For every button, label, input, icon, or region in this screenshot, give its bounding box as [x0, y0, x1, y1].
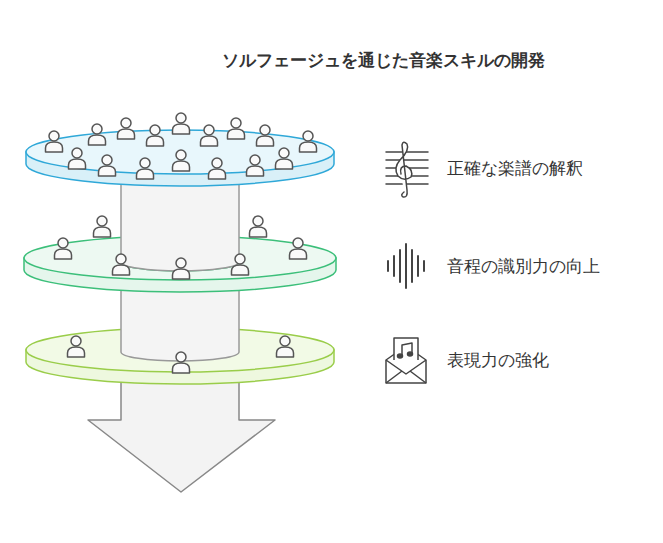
person-icon	[209, 158, 226, 179]
person-icon	[137, 158, 154, 179]
benefit-label: 音程の識別力の向上	[447, 255, 600, 278]
person-icon	[276, 148, 293, 169]
person-icon	[99, 155, 116, 176]
person-icon	[201, 125, 218, 146]
sound-wave-icon	[388, 244, 424, 288]
person-icon	[89, 124, 106, 145]
score-icon	[386, 142, 428, 197]
person-icon	[173, 113, 190, 134]
person-icon	[247, 155, 264, 176]
person-icon	[118, 118, 135, 139]
person-icon	[300, 131, 317, 152]
person-icon	[173, 352, 190, 373]
person-icon	[55, 238, 72, 259]
envelope-icon	[386, 338, 426, 383]
person-icon	[46, 131, 63, 152]
benefit-label: 正確な楽譜の解釈	[447, 157, 583, 180]
person-icon	[232, 254, 249, 275]
person-icon	[290, 238, 307, 259]
person-icon	[173, 258, 190, 279]
person-icon	[94, 216, 111, 237]
top-disc	[26, 130, 334, 186]
benefit-label: 表現力の強化	[447, 349, 549, 372]
person-icon	[250, 216, 267, 237]
person-icon	[113, 254, 130, 275]
title: ソルフェージュを通じた音楽スキルの開発	[222, 49, 545, 72]
person-icon	[69, 148, 86, 169]
person-icon	[277, 336, 294, 357]
person-icon	[228, 118, 245, 139]
person-icon	[68, 336, 85, 357]
person-icon	[257, 125, 274, 146]
person-icon	[173, 150, 190, 171]
people-icons	[46, 113, 317, 373]
person-icon	[147, 125, 164, 146]
